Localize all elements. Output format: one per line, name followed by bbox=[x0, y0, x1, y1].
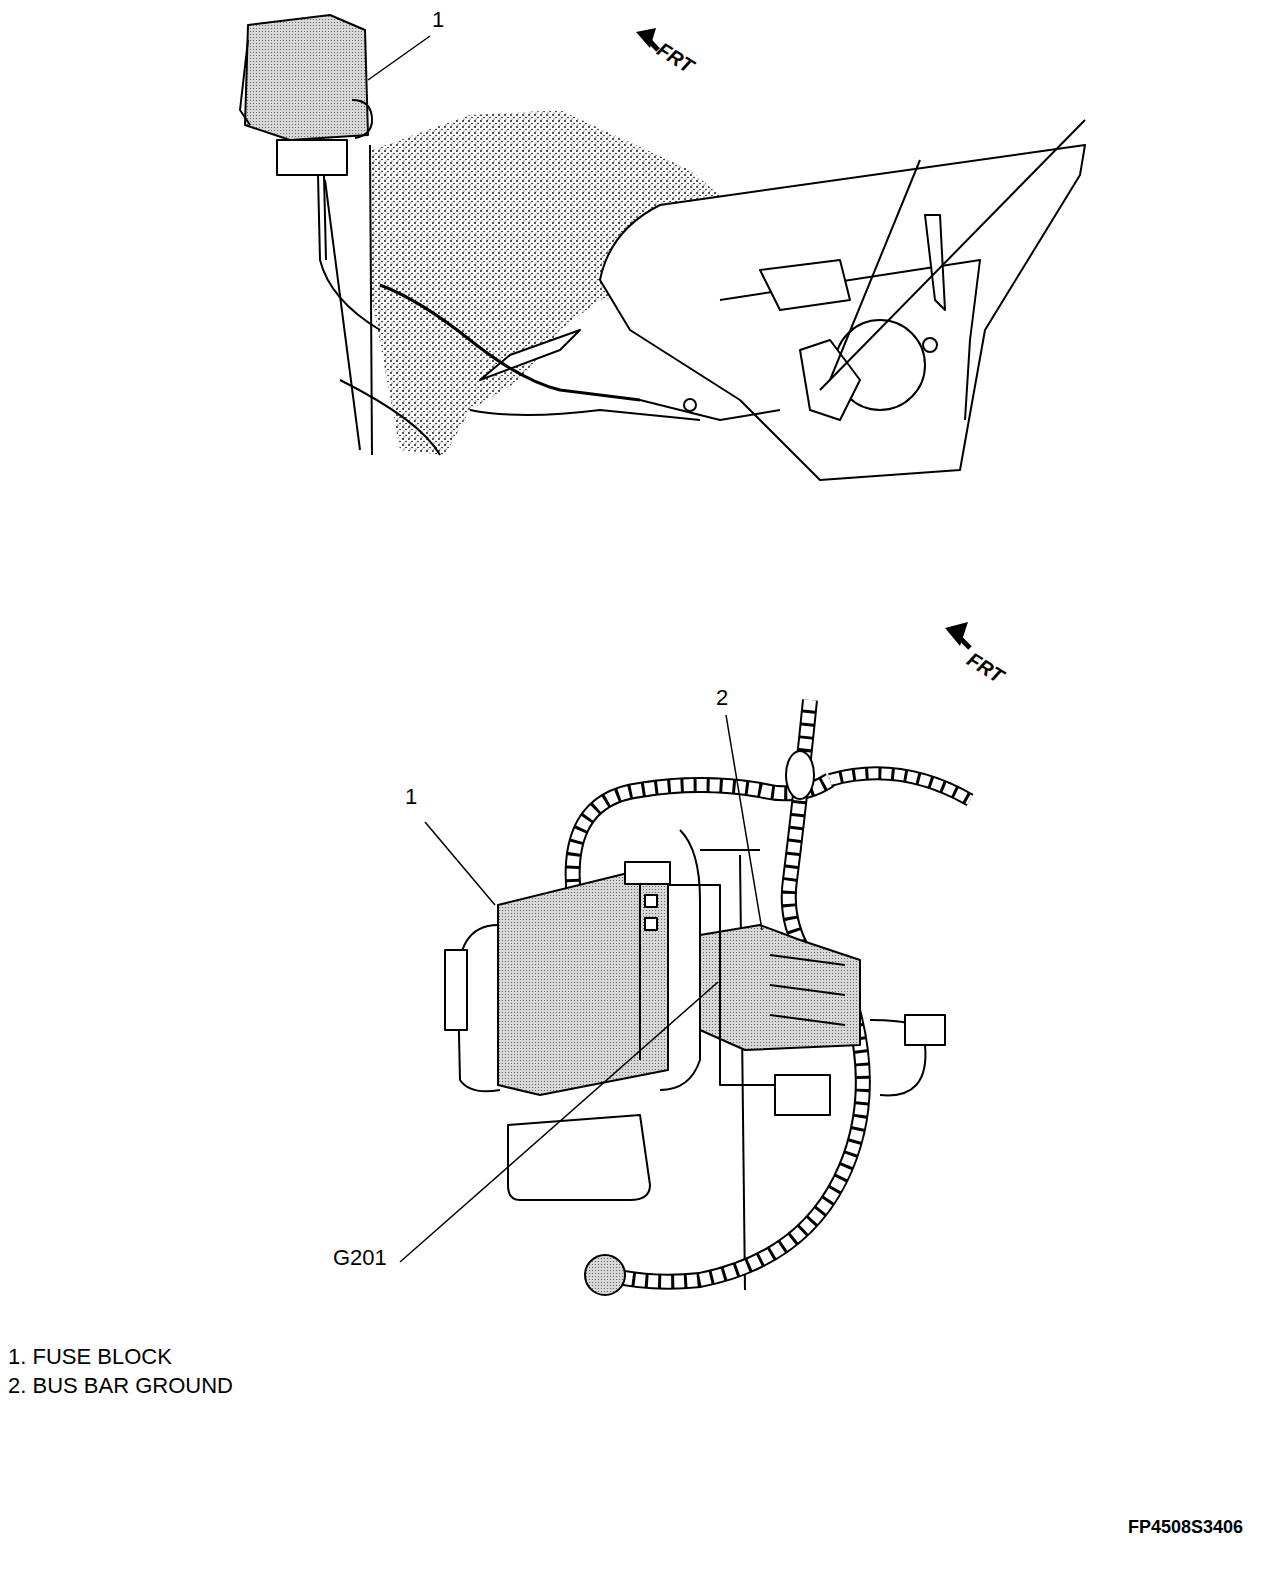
front-arrow bbox=[645, 36, 658, 50]
detail-view bbox=[445, 700, 970, 1295]
front-arrow bbox=[956, 634, 970, 648]
callout-number: 2 bbox=[716, 686, 728, 710]
direction-label: FRT bbox=[963, 648, 1007, 687]
legend-text: 1. FUSE BLOCK bbox=[8, 1345, 172, 1369]
leader-line bbox=[400, 715, 762, 1262]
legend-text: 2. BUS BAR GROUND bbox=[8, 1374, 233, 1398]
callout-number: 1 bbox=[405, 785, 417, 809]
callout-number: 1 bbox=[432, 8, 444, 32]
top-view bbox=[240, 15, 1085, 480]
leader-line bbox=[368, 36, 430, 80]
callout-number: G201 bbox=[333, 1246, 387, 1270]
figure-code: FP4508S3406 bbox=[1128, 1518, 1243, 1538]
direction-label: FRT bbox=[653, 38, 697, 77]
